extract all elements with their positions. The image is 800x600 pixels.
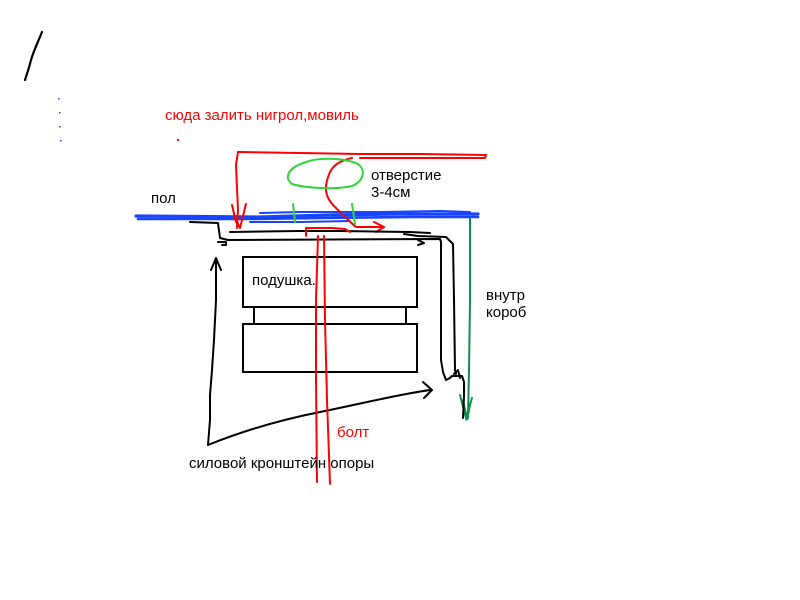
hole-label: отверстие 3-4см: [371, 167, 441, 201]
cushion-label: подушка.: [252, 272, 316, 289]
hole-path: [324, 157, 385, 233]
bolt-label: болт: [337, 424, 370, 441]
bracket-label: силовой кронштейн опоры: [189, 455, 375, 472]
floor-line: [134, 209, 480, 223]
bolt: [305, 227, 351, 485]
stray-stroke: [23, 30, 44, 82]
blue-dots: [58, 98, 62, 142]
pour-path: [231, 151, 487, 229]
hole-label-line1: отверстие: [371, 167, 442, 184]
inner-box-label: внутр короб: [486, 287, 526, 321]
floor-label: пол: [151, 190, 176, 207]
red-dot: [177, 139, 179, 141]
pour-note: сюда залить нигрол,мовиль: [165, 107, 359, 124]
inner-box-wall: [459, 217, 473, 422]
cushion-block: [242, 256, 418, 373]
bracket-curve: [207, 257, 433, 446]
hole-label-line2: 3-4см: [371, 184, 411, 201]
body-outline: [189, 221, 465, 419]
inner-box-label-line1: внутр: [486, 287, 525, 304]
hole-outline: [286, 157, 364, 225]
inner-box-label-line2: короб: [486, 304, 527, 321]
